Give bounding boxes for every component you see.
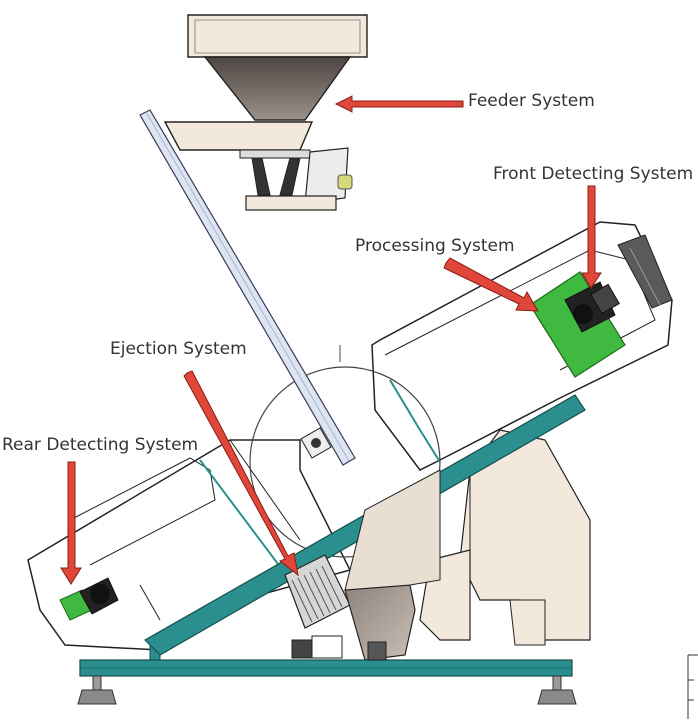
support-frame	[419, 429, 591, 646]
ejector-valve-block	[284, 554, 351, 629]
base-frame	[77, 635, 577, 705]
label-ejection-system: Ejection System	[110, 339, 247, 359]
detection-circle	[249, 366, 441, 558]
label-front-detecting-system: Front Detecting System	[493, 164, 694, 184]
feed-chute	[139, 109, 356, 466]
processing-board	[529, 271, 626, 378]
rear-detecting-arrow	[60, 461, 82, 585]
rear-camera	[59, 577, 119, 621]
feeder-arrow	[334, 95, 464, 113]
label-processing-system: Processing System	[355, 236, 515, 256]
label-rear-detecting-system: Rear Detecting System	[2, 435, 199, 455]
feeder-hopper	[163, 14, 368, 151]
edge-marks	[687, 654, 698, 719]
collection-bin	[344, 469, 441, 661]
front-detecting-arrow	[581, 185, 602, 289]
label-feeder-system: Feeder System	[468, 91, 595, 111]
processing-arrow	[443, 257, 539, 312]
vibratory-feeder	[239, 147, 353, 211]
ejection-arrow	[183, 370, 299, 577]
annotation-arrows	[60, 95, 602, 585]
